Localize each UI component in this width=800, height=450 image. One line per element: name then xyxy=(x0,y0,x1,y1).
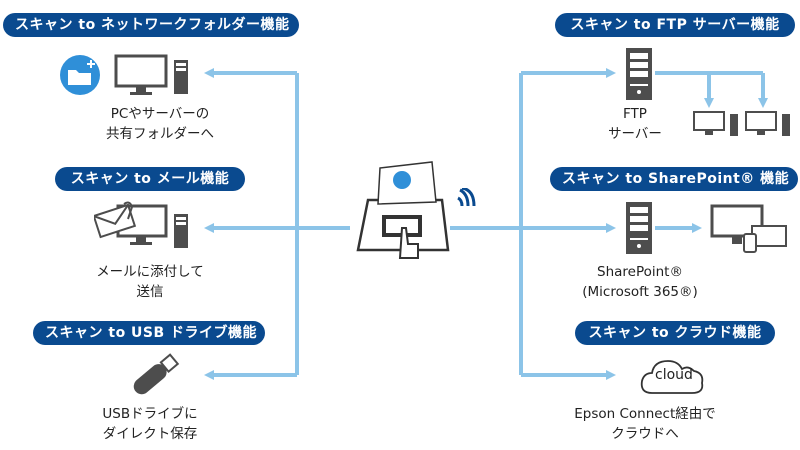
caption-usb: USBドライブに ダイレクト保存 xyxy=(102,406,198,442)
cloud-label: cloud xyxy=(655,367,693,383)
caption-ftp: FTP サーバー xyxy=(608,106,662,142)
ftp-server-icon xyxy=(626,48,652,100)
caption-sharepoint: SharePoint® (Microsoft 365®) xyxy=(582,264,698,300)
caption-network-folder: PCやサーバーの 共有フォルダーへ xyxy=(106,106,214,142)
monitor-icon xyxy=(114,54,168,88)
hand-icon xyxy=(398,227,419,259)
paperclip-icon xyxy=(123,201,134,220)
badge-cloud: スキャン to クラウド機能 xyxy=(575,321,775,345)
badge-ftp: スキャン to FTP サーバー機能 xyxy=(555,13,795,37)
badge-email: スキャン to メール機能 xyxy=(55,167,245,191)
badge-network-folder: スキャン to ネットワークフォルダー機能 xyxy=(3,13,299,37)
scanner-icon xyxy=(356,161,450,259)
cloud-icon: cloud xyxy=(638,355,710,399)
email-pc-icon xyxy=(94,201,188,248)
caption-email: メールに添付して 送信 xyxy=(96,264,204,300)
network-folder-pc-icon xyxy=(60,54,188,95)
caption-cloud: Epson Connect経由で クラウドへ xyxy=(574,406,716,442)
usb-drive-icon xyxy=(133,353,180,395)
wifi-icon xyxy=(457,188,476,207)
badge-usb: スキャン to USB ドライブ機能 xyxy=(33,321,265,345)
ftp-client-pcs-icon xyxy=(693,111,790,136)
phone-icon xyxy=(743,233,757,253)
laptop-icon xyxy=(751,225,787,247)
badge-sharepoint: スキャン to SharePoint® 機能 xyxy=(550,167,798,191)
devices-icon xyxy=(710,204,787,253)
sharepoint-server-icon xyxy=(626,202,652,254)
envelope-icon xyxy=(94,203,137,239)
pie-chart-icon xyxy=(393,171,411,189)
